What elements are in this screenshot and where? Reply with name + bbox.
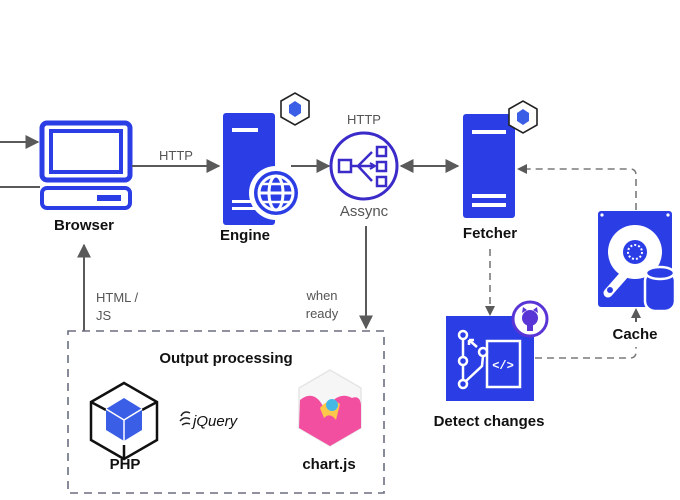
async-node[interactable]: HTTP Assync bbox=[329, 112, 399, 220]
html-js-label-1: HTML / bbox=[96, 290, 139, 305]
github-badge-icon bbox=[511, 300, 549, 338]
fan-out-icon bbox=[329, 131, 399, 201]
server-globe-icon bbox=[223, 113, 303, 225]
chartjs-item: chart.js bbox=[298, 369, 362, 473]
browser-label: Browser bbox=[54, 217, 114, 234]
when-ready-label-2: ready bbox=[306, 306, 339, 321]
chartjs-logo bbox=[298, 369, 362, 447]
php-cube-icon bbox=[89, 381, 159, 461]
fetcher-label: Fetcher bbox=[463, 225, 517, 242]
cache-label: Cache bbox=[612, 326, 657, 343]
html-js-label-2: JS bbox=[96, 308, 112, 323]
php-item: PHP bbox=[89, 381, 159, 473]
async-label: Assync bbox=[340, 203, 389, 220]
engine-label: Engine bbox=[220, 227, 270, 244]
browser-engine-label: HTTP bbox=[159, 148, 193, 163]
chartjs-label: chart.js bbox=[302, 456, 355, 473]
async-http-label: HTTP bbox=[347, 112, 381, 127]
detect-cache-arrow bbox=[535, 347, 637, 359]
server-icon bbox=[463, 114, 515, 218]
svg-text:</>: </> bbox=[492, 359, 514, 373]
jquery-logo: jQuery bbox=[179, 411, 239, 430]
detect-changes-node[interactable]: </> Detect changes bbox=[434, 300, 549, 430]
php-label: PHP bbox=[110, 456, 141, 473]
group-title: Output processing bbox=[159, 350, 292, 367]
laptop-icon bbox=[39, 120, 133, 210]
engine-node[interactable]: Engine bbox=[220, 92, 310, 244]
output-processing-group[interactable]: Output processing PHP jQuery bbox=[67, 330, 385, 494]
cube-badge-icon bbox=[508, 100, 538, 134]
jquery-label: jQuery bbox=[191, 413, 239, 430]
group-border bbox=[67, 330, 385, 494]
when-ready-label-1: when bbox=[305, 288, 337, 303]
hard-drive-database-icon bbox=[598, 211, 677, 313]
fetcher-node[interactable]: Fetcher bbox=[463, 100, 538, 242]
jquery-item: jQuery bbox=[179, 411, 239, 430]
cache-node[interactable]: Cache bbox=[598, 211, 677, 343]
browser-node[interactable]: Browser bbox=[39, 120, 133, 234]
cache-fetcher-arrow bbox=[520, 168, 637, 210]
detect-changes-label: Detect changes bbox=[434, 413, 545, 430]
cube-badge-icon bbox=[280, 92, 310, 126]
